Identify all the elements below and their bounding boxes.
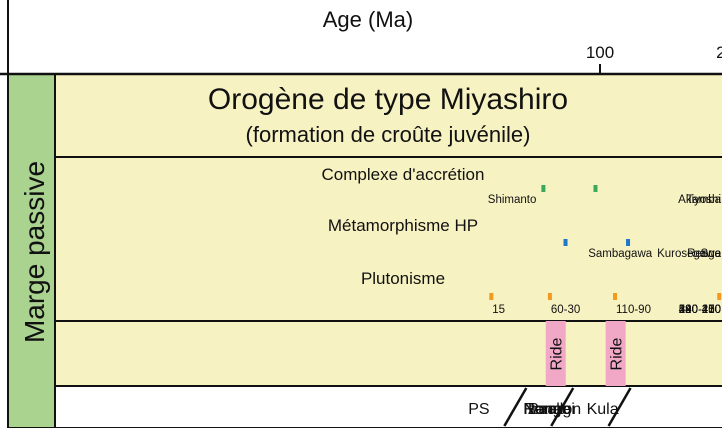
plate-name: Izanagi [523, 401, 575, 418]
plate-name: Nomo [523, 401, 566, 418]
plutonism-label: 280-250 [679, 304, 721, 316]
accretion-bar [541, 185, 546, 192]
orogeny-title: Orogène de type Miyashiro [208, 83, 568, 116]
plutonism-label: 60-30 [551, 304, 580, 316]
plutonism-label: 190-150 [679, 304, 721, 316]
hp-bar [563, 239, 568, 246]
hp-label: Suo [701, 248, 721, 260]
hp-label: Renge [687, 248, 721, 260]
hp-label: Kurosegawa [657, 248, 722, 260]
plutonism-label: 520-470 [679, 304, 721, 316]
plutonism-label: 440-400 [679, 304, 721, 316]
ridge-markers: RideRideRideRideRide [545, 321, 626, 386]
plutonism-bar [717, 293, 722, 300]
age-axis-background [0, 0, 722, 74]
ridge-marker [545, 321, 566, 386]
accretion-bar [593, 185, 598, 192]
passive-margin-panel [8, 74, 55, 428]
plate-boundary [607, 387, 632, 427]
ridge-marker [605, 321, 626, 386]
accretion-heading: Complexe d'accrétion [322, 165, 485, 184]
plutonism-label: 15 [492, 304, 505, 316]
plutonism-bar [547, 293, 552, 300]
orogeny-subtitle: (formation de croûte juvénile) [246, 122, 531, 147]
plutonism-bar [613, 293, 618, 300]
plutonism-bar [489, 293, 494, 300]
plate-name: Farallon [523, 401, 581, 418]
plutonism-label: 240-210 [679, 304, 721, 316]
axis-tick-label: 200 [716, 43, 722, 62]
plutonism-heading: Plutonisme [361, 269, 445, 288]
plutonism-label: 110-90 [616, 304, 651, 316]
plate-boundary [550, 387, 575, 427]
ridge-label: Ride [549, 337, 566, 370]
hp-label: Sambagawa [588, 248, 653, 260]
passive-margin-label: Marge passive [19, 161, 50, 343]
plate-name: PS [468, 401, 489, 418]
accretion-label: Akiyoshi [678, 194, 721, 206]
plate-name: Pac. [528, 401, 560, 418]
hp-metamorphism-heading: Métamorphisme HP [328, 216, 478, 235]
accretion-label: Tamba [686, 194, 721, 206]
accretion-label: Shimanto [488, 194, 537, 206]
plate-name: Kula [587, 401, 619, 418]
hp-bar [626, 239, 631, 246]
axis-title: Age (Ma) [323, 7, 413, 32]
plate-boundary [503, 387, 528, 427]
axis-ticks: 500400300200100 [586, 43, 722, 74]
ridge-label: Ride [609, 337, 626, 370]
plates-row-background [55, 386, 722, 428]
axis-tick-label: 100 [586, 43, 614, 62]
plate-name: Renge [523, 401, 570, 418]
